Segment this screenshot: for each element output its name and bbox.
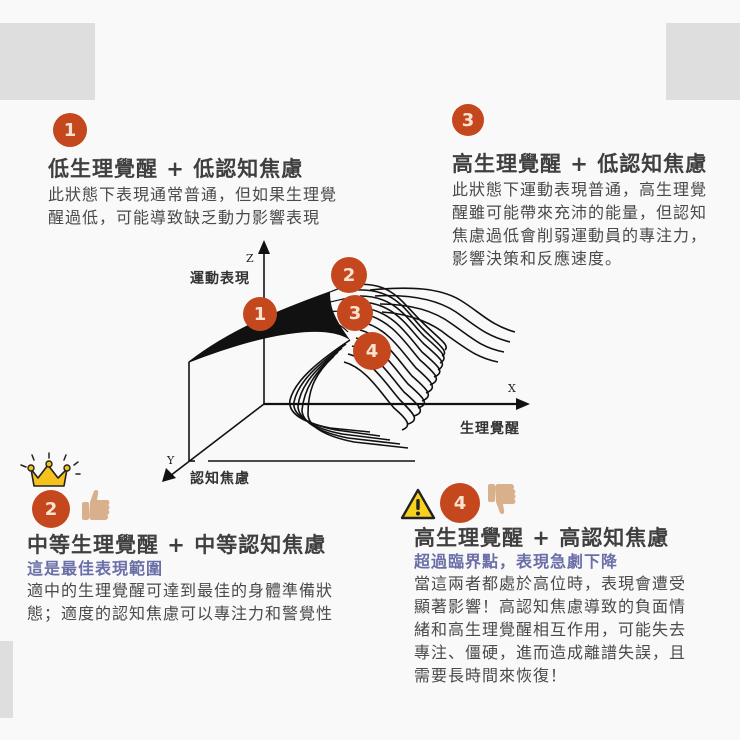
section-2-title: 中等生理覺醒 + 中等認知焦慮 — [27, 533, 327, 557]
x-axis-label: 生理覺醒 — [460, 421, 520, 437]
y-axis-label: 認知焦慮 — [190, 471, 250, 487]
body-line: 當這兩者都處於高位時，表現會遭受 — [414, 574, 687, 593]
section-1-title: 低生理覺醒 + 低認知焦慮 — [48, 157, 304, 181]
section-4: 高生理覺醒 + 高認知焦慮 超過臨界點，表現急劇下降 當這兩者都處於高位時，表現… — [414, 525, 686, 687]
warning-icon — [400, 488, 436, 520]
x-axis-letter: X — [508, 382, 516, 395]
section-4-body: 當這兩者都處於高位時，表現會遭受 顯著影響！高認知焦慮導致的負面情 緒和高生理覺… — [414, 572, 686, 687]
body-line: 專注、僵硬，進而造成離譜失誤，且 — [414, 643, 687, 662]
section-3-title: 高生理覺醒 + 低認知焦慮 — [452, 152, 708, 176]
body-line: 適中的生理覺醒可達到最佳的身體準備狀 — [27, 581, 334, 600]
body-line: 緒和高生理覺醒相互作用，可能失去 — [414, 620, 687, 639]
body-line: 影響決策和反應速度。 — [452, 249, 623, 268]
y-axis-letter: Y — [167, 454, 175, 467]
grey-placeholder-top-right — [666, 23, 740, 100]
section-4-title: 高生理覺醒 + 高認知焦慮 — [414, 526, 670, 550]
diagram-marker-1: 1 — [243, 297, 277, 331]
section-2-body: 適中的生理覺醒可達到最佳的身體準備狀 態；適度的認知焦慮可以專注力和警覺性 — [27, 579, 333, 625]
grey-placeholder-top-left — [0, 23, 95, 100]
grey-placeholder-bottom-left — [0, 641, 13, 718]
section-1-body: 此狀態下表現通常普通，但如果生理覺 醒過低，可能導致缺乏動力影響表現 — [48, 183, 337, 229]
badge-2: 2 — [32, 490, 70, 528]
z-axis-label: 運動表現 — [190, 271, 250, 287]
arousal-anxiety-catastrophe-diagram: Z 運動表現 X 生理覺醒 Y 認知焦慮 1 2 3 4 — [150, 230, 550, 500]
section-1: 低生理覺醒 + 低認知焦慮 此狀態下表現通常普通，但如果生理覺 醒過低，可能導致… — [48, 156, 337, 229]
body-line: 焦慮過低會削弱運動員的專注力， — [452, 226, 708, 245]
crown-icon — [20, 452, 81, 487]
diagram-marker-3: 3 — [337, 295, 373, 331]
body-line: 醒過低，可能導致缺乏動力影響表現 — [48, 208, 321, 227]
badge-1: 1 — [53, 113, 87, 147]
diagram-marker-2: 2 — [331, 257, 367, 293]
body-line: 態；適度的認知焦慮可以專注力和警覺性 — [27, 604, 334, 623]
section-3: 高生理覺醒 + 低認知焦慮 此狀態下運動表現普通，高生理覺 醒雖可能帶來充沛的能… — [452, 151, 707, 270]
thumbs-down-icon — [488, 484, 516, 514]
z-axis-letter: Z — [246, 252, 254, 265]
body-line: 顯著影響！高認知焦慮導致的負面情 — [414, 597, 687, 616]
thumbs-up-icon — [82, 490, 110, 520]
section-4-subtitle: 超過臨界點，表現急劇下降 — [414, 552, 619, 571]
section-3-body: 此狀態下運動表現普通，高生理覺 醒雖可能帶來充沛的能量，但認知 焦慮過低會削弱運… — [452, 178, 707, 270]
badge-4: 4 — [440, 483, 480, 523]
diagram-marker-4: 4 — [353, 332, 391, 370]
badge-3: 3 — [452, 104, 484, 136]
body-line: 此狀態下運動表現普通，高生理覺 — [452, 180, 708, 199]
body-line: 需要長時間來恢復！ — [414, 666, 568, 685]
body-line: 醒雖可能帶來充沛的能量，但認知 — [452, 203, 708, 222]
section-2-subtitle: 這是最佳表現範圍 — [27, 559, 164, 578]
body-line: 此狀態下表現通常普通，但如果生理覺 — [48, 185, 338, 204]
section-2: 中等生理覺醒 + 中等認知焦慮 這是最佳表現範圍 適中的生理覺醒可達到最佳的身體… — [27, 532, 333, 625]
